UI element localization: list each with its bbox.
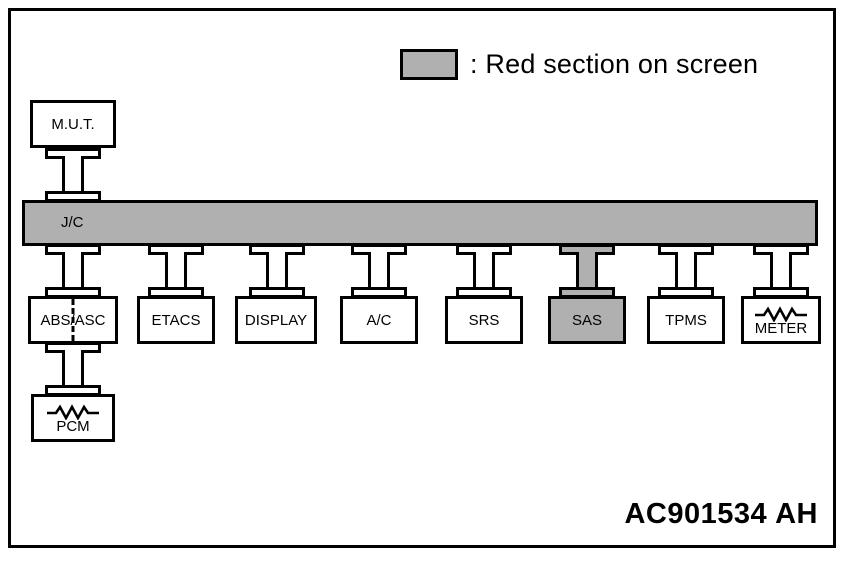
node-ac-label: A/C	[366, 311, 392, 329]
legend-label: : Red section on screen	[470, 48, 759, 79]
node-meter[interactable]: METER	[741, 296, 821, 344]
node-pcm[interactable]: PCM	[31, 394, 115, 442]
connector-stem	[62, 252, 84, 290]
connector-stem	[62, 350, 84, 388]
node-display[interactable]: DISPLAY	[235, 296, 317, 344]
connector-jc-to-abs-asc	[45, 244, 101, 298]
node-meter-label: METER	[754, 319, 808, 337]
bus-bar-jc[interactable]: J/C	[22, 200, 818, 246]
abs-asc-divider	[71, 299, 75, 341]
connector-jc-to-sas	[559, 244, 615, 298]
node-etacs-label: ETACS	[151, 311, 201, 329]
connector-jc-to-etacs	[148, 244, 204, 298]
connector-jc-to-srs	[456, 244, 512, 298]
legend: : Red section on screen	[400, 46, 758, 82]
connector-jc-to-display	[249, 244, 305, 298]
node-abs-asc[interactable]: ABS/ASC	[28, 296, 118, 344]
node-tpms-label: TPMS	[665, 311, 707, 329]
node-mut[interactable]: M.U.T.	[30, 100, 116, 148]
node-etacs[interactable]: ETACS	[137, 296, 215, 344]
node-tpms[interactable]: TPMS	[647, 296, 725, 344]
connector-stem	[62, 156, 84, 194]
connector-jc-to-meter	[753, 244, 809, 298]
node-ac[interactable]: A/C	[340, 296, 418, 344]
connector-stem	[165, 252, 187, 290]
node-display-label: DISPLAY	[244, 311, 308, 329]
resistor-icon	[755, 306, 807, 322]
node-sas-label: SAS	[571, 311, 602, 329]
connector-stem	[576, 252, 598, 290]
connector-stem	[266, 252, 288, 290]
node-pcm-label: PCM	[56, 417, 90, 435]
node-mut-label: M.U.T.	[51, 115, 95, 133]
resistor-icon	[47, 404, 99, 420]
bus-bar-jc-label: J/C	[61, 214, 84, 231]
connector-jc-to-ac	[351, 244, 407, 298]
outer-frame	[8, 8, 836, 548]
connector-stem	[675, 252, 697, 290]
connector-mut-to-jc	[45, 148, 101, 202]
node-srs[interactable]: SRS	[445, 296, 523, 344]
connector-stem	[368, 252, 390, 290]
node-srs-label: SRS	[468, 311, 500, 329]
connector-abs-asc-to-pcm	[45, 342, 101, 396]
connector-jc-to-tpms	[658, 244, 714, 298]
figure-code-suffix: AH	[775, 498, 818, 530]
connector-stem	[473, 252, 495, 290]
connector-stem	[770, 252, 792, 290]
figure-code-main: AC901534	[624, 498, 768, 530]
legend-color-swatch	[400, 48, 458, 80]
node-sas[interactable]: SAS	[548, 296, 626, 344]
